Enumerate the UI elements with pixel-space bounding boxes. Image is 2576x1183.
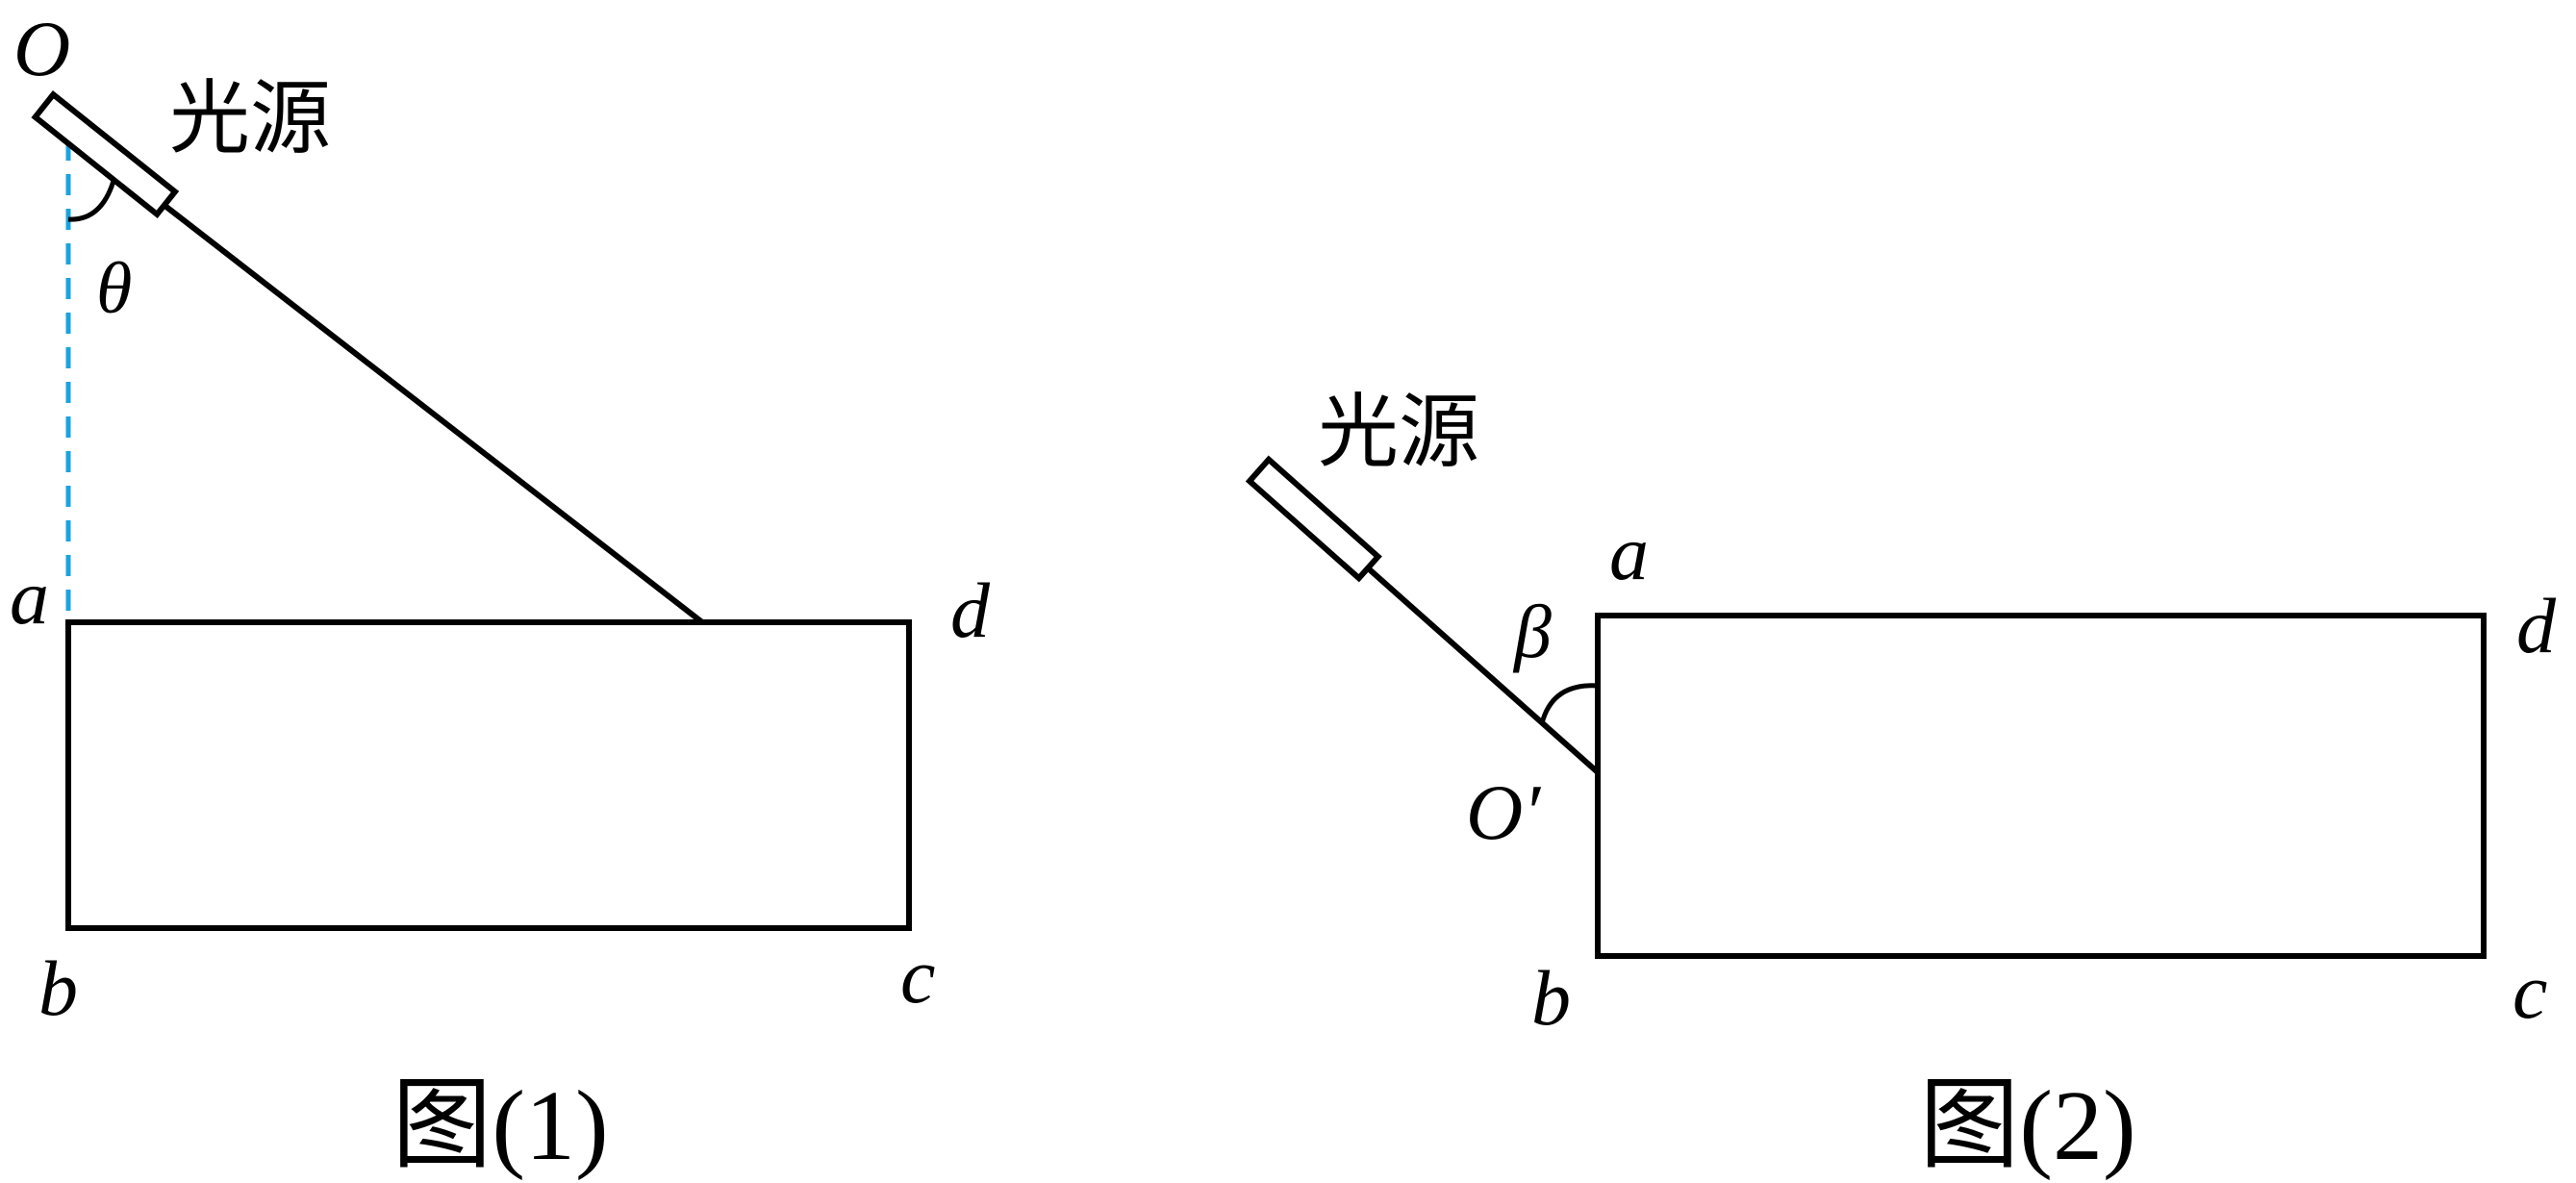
fig2-angle-label-beta: β [1512, 590, 1552, 673]
fig1-angle-label-theta: θ [96, 248, 132, 329]
fig1-corner-a: a [10, 553, 49, 641]
fig1-corner-c: c [900, 932, 935, 1019]
fig2-light-source-label: 光源 [1318, 385, 1479, 479]
fig1-light-source-label: 光源 [169, 71, 331, 165]
fig2-light-source-icon [1245, 455, 1382, 583]
fig2-caption: 图(2) [1919, 1070, 2135, 1181]
fig2-glass-block [1595, 613, 2487, 959]
fig1-label-O: O [13, 5, 70, 92]
fig2-label-O-prime: O′ [1466, 768, 1541, 856]
fig2-light-ray [1354, 555, 1600, 775]
fig1-light-ray [152, 194, 704, 625]
fig1-light-source-icon [31, 90, 180, 219]
fig1-caption: 图(1) [391, 1070, 608, 1181]
figure-2: 光源 β O′ a d b c 图(2) [1245, 385, 2557, 1181]
fig1-glass-block [65, 619, 912, 931]
fig1-angle-arc [67, 180, 116, 222]
fig2-corner-b: b [1531, 954, 1571, 1042]
fig1-corner-d: d [950, 566, 991, 654]
figure-1: O 光源 θ a d b c 图(1) [10, 5, 991, 1181]
fig2-corner-c: c [2513, 947, 2547, 1035]
fig2-corner-d: d [2516, 582, 2557, 669]
fig1-corner-b: b [38, 944, 78, 1032]
fig2-angle-arc [1539, 683, 1599, 724]
fig2-corner-a: a [1609, 509, 1649, 596]
